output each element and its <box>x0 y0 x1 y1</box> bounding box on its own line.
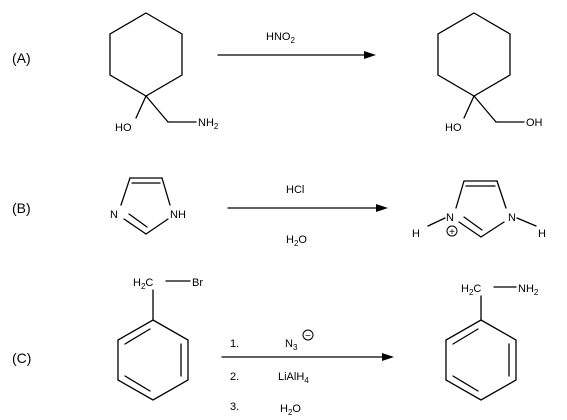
reactant-a-cyclohexane <box>109 12 197 123</box>
reaction-c-step-1-num: 1. <box>230 338 239 350</box>
product-b-h-right: H <box>538 228 546 240</box>
product-b-imidazolium <box>427 180 537 238</box>
reaction-c-azide-charge-circle <box>302 329 314 341</box>
product-c-benzene <box>445 286 517 401</box>
product-c-amine: NH2 <box>518 283 539 297</box>
reaction-b-arrowhead <box>376 204 388 212</box>
product-b-h-left: H <box>412 228 420 240</box>
product-a-cyclohexane <box>437 12 525 123</box>
product-b-charge: + <box>449 227 455 238</box>
reactant-b-imidazole <box>120 177 171 235</box>
product-c-ch2: H2C <box>461 283 481 297</box>
reactant-a-hydroxyl: HO <box>115 122 132 134</box>
reaction-a-reagent: HNO2 <box>266 31 295 45</box>
reaction-b-reagent-bottom: H2O <box>286 234 307 248</box>
product-b-charge-circle <box>446 225 458 237</box>
reaction-a-arrowhead <box>364 51 376 59</box>
reaction-b-label: (B) <box>12 200 31 216</box>
product-b-n-right: N <box>508 212 516 224</box>
reactant-b-nitrogen: N <box>110 209 118 221</box>
reactant-c-ch2: H2C <box>133 277 153 291</box>
reaction-c-step-3-num: 3. <box>230 401 239 413</box>
reaction-c-label: (C) <box>12 350 31 366</box>
reactant-c-benzene <box>117 280 191 401</box>
product-a-hydroxyl-1: HO <box>445 122 462 134</box>
reaction-c-step-3-reagent: H2O <box>280 403 301 417</box>
reaction-a-label: (A) <box>12 50 31 66</box>
reaction-b-reagent-top: HCl <box>286 184 304 196</box>
reactant-a-amine: NH2 <box>198 117 219 131</box>
product-b-n-left: N <box>446 212 454 224</box>
reactant-c-bromine: Br <box>192 277 203 289</box>
reaction-c-step-2-reagent: LiAlH4 <box>278 371 309 385</box>
reactant-b-nh: NH <box>170 209 186 221</box>
reaction-c-step-2-num: 2. <box>230 371 239 383</box>
product-a-hydroxyl-2: OH <box>526 117 543 129</box>
reaction-c-arrowhead <box>382 353 394 361</box>
reaction-c-azide-charge: − <box>305 331 311 342</box>
reaction-c-step-1-reagent: N3 <box>285 338 298 352</box>
